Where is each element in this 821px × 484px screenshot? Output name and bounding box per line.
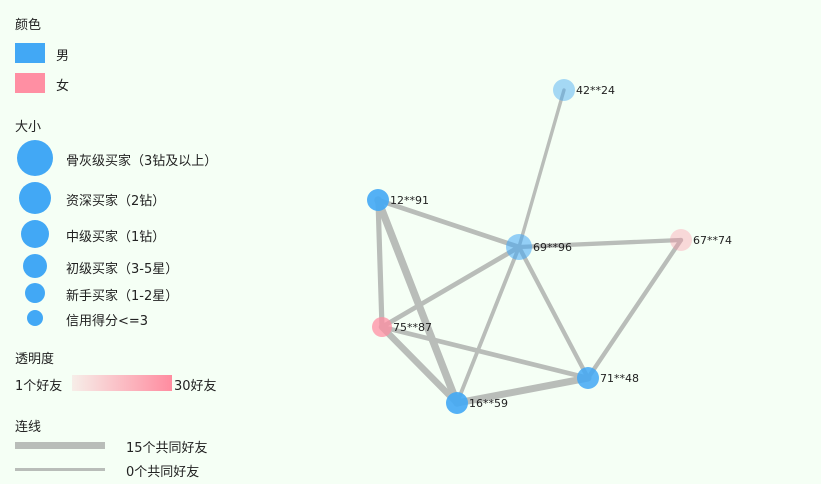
legend-opacity-title: 透明度 (15, 352, 55, 367)
link-75**87-71**48 (379, 324, 591, 381)
size-circle-senior (19, 182, 51, 214)
node-75**87[interactable]: 75**87 (372, 317, 432, 337)
thin-link-label: 0个共同好友 (126, 465, 200, 480)
link-69**96-75**87 (379, 244, 522, 330)
node-circle[interactable] (367, 189, 389, 211)
legend-color-title: 颜色 (15, 18, 42, 33)
node-label: 16**59 (469, 397, 508, 410)
size-circle-junior (23, 254, 47, 278)
link-69**96-67**74 (516, 237, 684, 250)
size-label-low-credit: 信用得分<=3 (66, 314, 149, 329)
size-circle-intermediate (21, 220, 49, 248)
node-label: 71**48 (600, 372, 639, 385)
link-67**74-71**48 (585, 237, 684, 381)
node-label: 12**91 (390, 194, 429, 207)
male-label: 男 (56, 49, 70, 64)
node-16**59[interactable]: 16**59 (446, 392, 508, 414)
female-color-swatch (15, 73, 45, 93)
node-circle[interactable] (372, 317, 392, 337)
opacity-min-label: 1个好友 (15, 379, 63, 394)
node-circle[interactable] (670, 229, 692, 251)
link-12**91-75**87 (375, 197, 385, 330)
thin-link-sample (15, 468, 105, 471)
links-layer (374, 88, 684, 407)
node-12**91[interactable]: 12**91 (367, 189, 429, 211)
node-label: 75**87 (393, 321, 432, 334)
node-label: 67**74 (693, 234, 732, 247)
node-circle[interactable] (553, 79, 575, 101)
node-circle[interactable] (577, 367, 599, 389)
size-label-senior: 资深买家（2钻） (66, 194, 166, 209)
node-71**48[interactable]: 71**48 (577, 367, 639, 389)
legend-size-title: 大小 (15, 120, 42, 135)
size-circle-novice (25, 283, 45, 303)
link-12**91-69**96 (375, 197, 522, 250)
link-12**91-16**59 (374, 196, 461, 407)
size-label-junior: 初级买家（3-5星） (66, 262, 179, 277)
node-69**96[interactable]: 69**96 (506, 234, 572, 260)
link-75**87-16**59 (378, 323, 461, 407)
node-circle[interactable] (506, 234, 532, 260)
link-69**96-71**48 (516, 244, 591, 381)
size-label-novice: 新手买家（1-2星） (66, 289, 179, 304)
opacity-max-label: 30好友 (174, 379, 217, 394)
nodes-layer: 42**24 12**91 69**96 67**74 75**87 71**48 16**… (367, 79, 732, 414)
legend-panel: 颜色 男 女 大小 骨灰级买家（3钻及以上） 资深买家（2钻） 中级买家（1钻）… (0, 0, 300, 484)
size-circle-low-credit (27, 310, 43, 326)
node-label: 42**24 (576, 84, 615, 97)
legend-links-title: 连线 (15, 420, 42, 435)
size-label-legendary: 骨灰级买家（3钻及以上） (66, 154, 218, 169)
node-42**24[interactable]: 42**24 (553, 79, 615, 101)
node-67**74[interactable]: 67**74 (670, 229, 732, 251)
link-42**24-69**96 (517, 88, 566, 249)
size-circle-legendary (17, 140, 53, 176)
link-69**96-16**59 (455, 245, 521, 405)
size-label-intermediate: 中级买家（1钻） (66, 230, 166, 245)
node-label: 69**96 (533, 241, 572, 254)
female-label: 女 (56, 79, 70, 94)
thick-link-sample (15, 442, 105, 449)
link-16**59-71**48 (453, 374, 592, 407)
opacity-gradient-bar (72, 375, 172, 391)
node-circle[interactable] (446, 392, 468, 414)
male-color-swatch (15, 43, 45, 63)
thick-link-label: 15个共同好友 (126, 441, 208, 456)
